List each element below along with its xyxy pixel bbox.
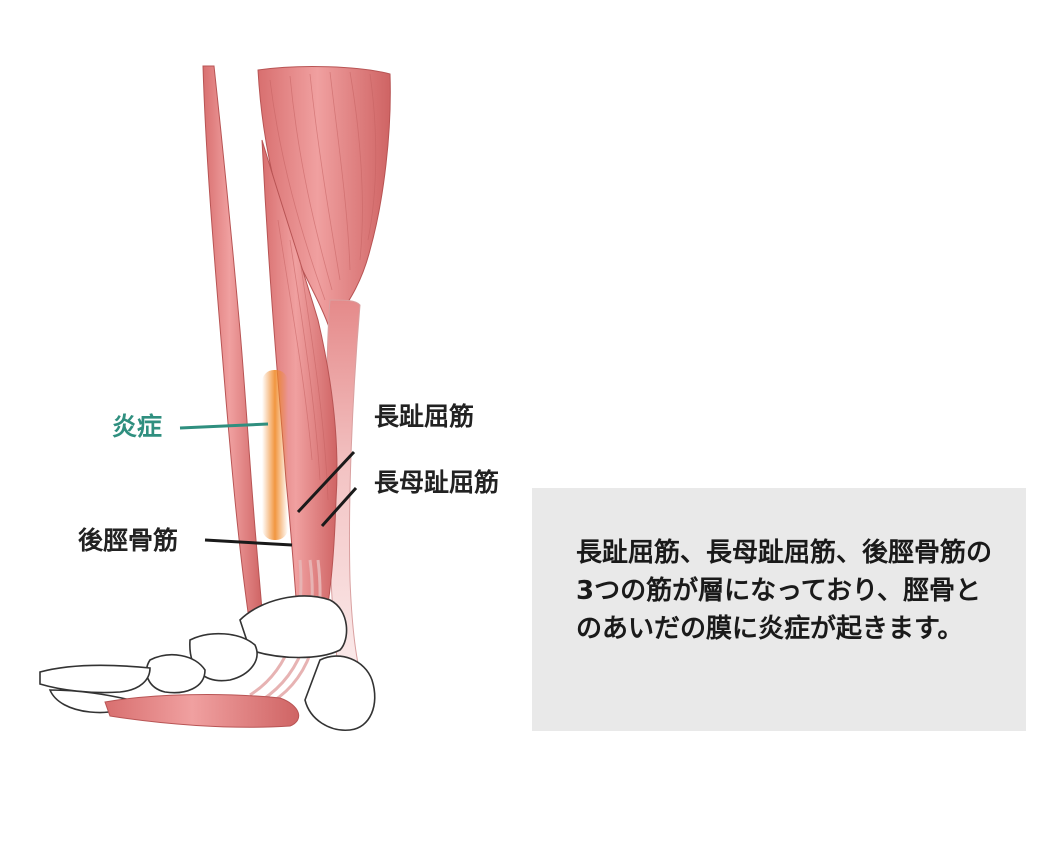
fhl-leader	[320, 486, 358, 528]
tibialis-anterior-strip	[202, 65, 263, 613]
muscle-striations	[269, 71, 377, 501]
inflammation-leader	[179, 422, 269, 430]
foot-bones	[39, 595, 376, 731]
inflammation-highlight	[262, 370, 288, 540]
label-tibialis-posterior: 後脛骨筋	[78, 526, 179, 555]
label-flexor-hallucis-longus: 長母趾屈筋	[374, 468, 500, 497]
plantar-muscle	[104, 694, 300, 728]
explanation-text: 長趾屈筋、長母趾屈筋、後脛骨筋の3つの筋が層になっており、脛骨とのあいだの膜に炎…	[576, 538, 993, 644]
explanation-box: 長趾屈筋、長母趾屈筋、後脛骨筋の3つの筋が層になっており、脛骨とのあいだの膜に炎…	[532, 488, 1026, 731]
tp-leader	[204, 538, 293, 547]
fdl-leader	[296, 450, 356, 514]
label-inflammation: 炎症	[112, 412, 163, 441]
label-flexor-digitorum-longus: 長趾屈筋	[374, 402, 475, 431]
